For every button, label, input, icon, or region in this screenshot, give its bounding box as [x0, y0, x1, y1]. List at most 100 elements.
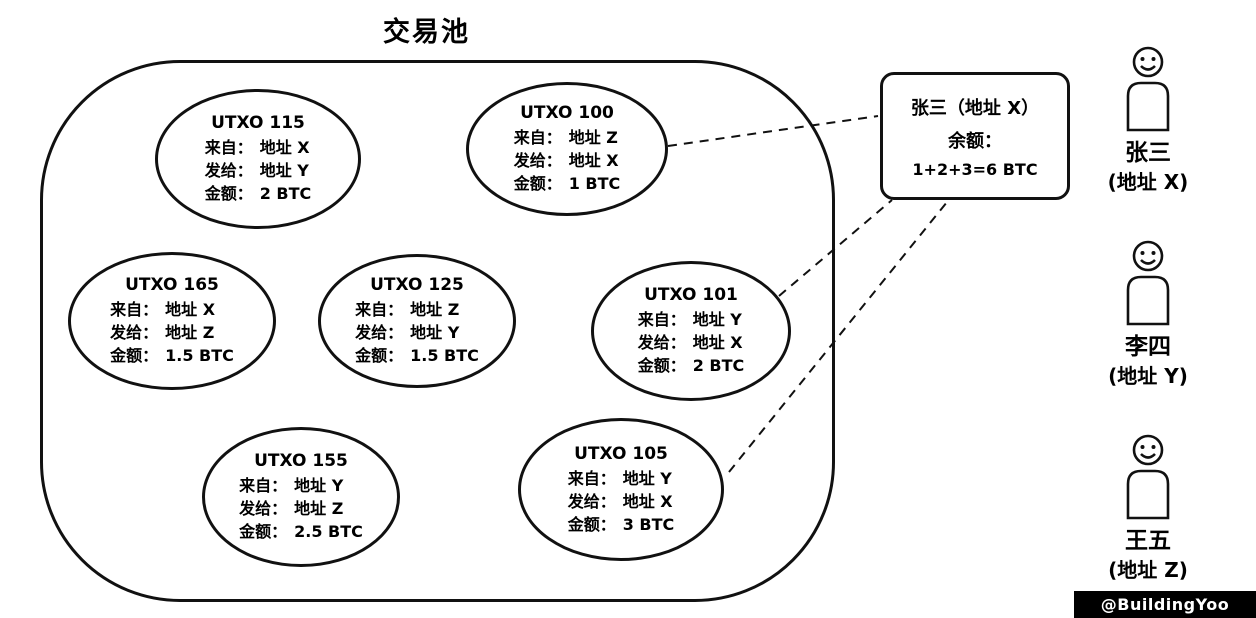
to-label: 发给：: [239, 499, 288, 518]
utxo-id: UTXO 101: [644, 285, 738, 305]
utxo-node-115: UTXO 115 来自： 地址 X 发给： 地址 Y 金额： 2 BTC: [155, 89, 361, 229]
utxo-to-line: 发给： 地址 X: [568, 490, 673, 513]
utxo-node-165: UTXO 165 来自： 地址 X 发给： 地址 Z 金额： 1.5 BTC: [68, 252, 276, 390]
to-label: 发给：: [110, 323, 159, 342]
person-address: (地址 X): [1107, 170, 1189, 194]
utxo-amount-line: 金额：1.5 BTC: [355, 344, 479, 367]
person-zhangsan: 张三 (地址 X): [1090, 46, 1206, 196]
amount-value: 2.5 BTC: [294, 522, 363, 541]
utxo-node-100: UTXO 100 来自： 地址 Z 发给： 地址 X 金额： 1 BTC: [466, 82, 668, 216]
from-value: 地址 Y: [692, 310, 742, 329]
watermark: @BuildingYoo: [1074, 591, 1256, 618]
utxo-to-line: 发给： 地址 Z: [110, 321, 214, 344]
utxo-amount-line: 金额： 2.5 BTC: [239, 520, 363, 543]
from-label: 来自：: [567, 468, 616, 488]
utxo-from-line: 来自： 地址 X: [110, 298, 215, 321]
to-label: 发给：: [567, 491, 616, 511]
watermark-text: @BuildingYoo: [1100, 595, 1230, 614]
utxo-node-125: UTXO 125 来自：地址 Z 发给：地址 Y 金额：1.5 BTC: [318, 254, 516, 388]
utxo-from-line: 来自： 地址 Y: [638, 308, 742, 331]
balance-label: 余额：: [948, 130, 1002, 152]
utxo-from-line: 来自： 地址 Y: [568, 467, 672, 490]
utxo-from-line: 来自： 地址 X: [205, 136, 310, 159]
from-value: 地址 Z: [568, 128, 618, 147]
utxo-to-line: 发给： 地址 X: [514, 149, 619, 172]
utxo-id: UTXO 165: [125, 275, 219, 295]
amount-value: 1 BTC: [568, 174, 621, 193]
utxo-id: UTXO 155: [254, 451, 348, 471]
utxo-details: 来自： 地址 Y 发给： 地址 Z 金额： 2.5 BTC: [239, 474, 363, 543]
to-label: 发给：: [513, 151, 562, 170]
from-value: 地址 X: [259, 138, 310, 157]
utxo-details: 来自： 地址 Y 发给： 地址 X 金额： 3 BTC: [568, 467, 675, 536]
person-name: 李四: [1125, 334, 1171, 360]
utxo-node-155: UTXO 155 来自： 地址 Y 发给： 地址 Z 金额： 2.5 BTC: [202, 427, 400, 567]
balance-owner: 张三（地址 X）: [910, 97, 1040, 119]
person-address: (地址 Y): [1108, 364, 1188, 388]
from-value: 地址 Y: [622, 468, 672, 488]
from-value: 地址 X: [165, 300, 216, 319]
person-lisi: 李四 (地址 Y): [1090, 240, 1206, 390]
person-icon: [1126, 434, 1170, 520]
amount-value: 3 BTC: [622, 514, 675, 534]
utxo-amount-line: 金额： 1 BTC: [514, 172, 621, 195]
balance-box: 张三（地址 X） 余额： 1+2+3=6 BTC: [880, 72, 1070, 200]
utxo-to-line: 发给： 地址 Y: [205, 159, 309, 182]
amount-label: 金额：: [513, 174, 562, 193]
to-value: 地址 X: [568, 151, 619, 170]
utxo-node-101: UTXO 101 来自： 地址 Y 发给： 地址 X 金额： 2 BTC: [591, 261, 791, 401]
person-name: 王五: [1125, 528, 1171, 554]
amount-value: 2 BTC: [259, 184, 312, 203]
utxo-amount-line: 金额： 3 BTC: [568, 513, 675, 536]
utxo-to-line: 发给： 地址 Y: [355, 321, 459, 344]
from-label: 来自：: [637, 310, 686, 329]
person-name: 张三: [1125, 140, 1171, 166]
from-label: 来自：: [110, 300, 159, 319]
utxo-details: 来自： 地址 X 发给： 地址 Y 金额： 2 BTC: [205, 136, 312, 205]
utxo-details: 来自： 地址 Y 发给： 地址 X 金额： 2 BTC: [638, 308, 745, 377]
to-label: 发给：: [637, 333, 686, 352]
utxo-details: 来自： 地址 Z 发给： 地址 X 金额： 1 BTC: [514, 126, 621, 195]
balance-value: 1+2+3=6 BTC: [912, 159, 1038, 179]
utxo-details: 来自： 地址 Z 发给： 地址 Y 金额：1.5 BTC: [355, 298, 479, 367]
utxo-id: UTXO 100: [520, 103, 614, 123]
to-label: 发给：: [355, 323, 404, 342]
utxo-amount-line: 金额： 2 BTC: [205, 182, 312, 205]
to-value: 地址 X: [692, 333, 743, 352]
person-address: (地址 Z): [1108, 558, 1188, 582]
utxo-amount-line: 金额： 1.5 BTC: [110, 344, 234, 367]
from-label: 来自：: [513, 128, 562, 147]
from-value: 地址 Z: [410, 300, 460, 319]
utxo-id: UTXO 115: [211, 113, 305, 133]
to-value: 地址 X: [622, 491, 673, 511]
amount-value: 2 BTC: [692, 356, 745, 375]
from-label: 来自：: [204, 138, 253, 157]
amount-label: 金额：: [637, 356, 686, 375]
from-label: 来自：: [355, 300, 404, 319]
to-value: 地址 Y: [410, 323, 460, 342]
utxo-node-105: UTXO 105 来自： 地址 Y 发给： 地址 X 金额： 3 BTC: [518, 418, 724, 561]
amount-label: 金额：: [110, 346, 159, 365]
to-value: 地址 Z: [165, 323, 215, 342]
utxo-details: 来自： 地址 X 发给： 地址 Z 金额： 1.5 BTC: [110, 298, 234, 367]
utxo-from-line: 来自： 地址 Z: [355, 298, 459, 321]
amount-value: 1.5 BTC: [410, 346, 479, 365]
utxo-to-line: 发给： 地址 Z: [239, 497, 343, 520]
utxo-id: UTXO 105: [574, 443, 668, 464]
amount-label: 金额：: [567, 514, 616, 534]
to-label: 发给：: [204, 161, 253, 180]
utxo-to-line: 发给： 地址 X: [638, 331, 743, 354]
amount-label: 金额：: [239, 522, 288, 541]
to-value: 地址 Z: [294, 499, 344, 518]
person-icon: [1126, 240, 1170, 326]
from-value: 地址 Y: [294, 476, 344, 495]
from-label: 来自：: [239, 476, 288, 495]
utxo-from-line: 来自： 地址 Z: [514, 126, 618, 149]
amount-label: 金额：: [204, 184, 253, 203]
to-value: 地址 Y: [259, 161, 309, 180]
utxo-from-line: 来自： 地址 Y: [239, 474, 343, 497]
diagram-title: 交易池: [383, 17, 470, 48]
person-wangwu: 王五 (地址 Z): [1090, 434, 1206, 584]
amount-value: 1.5 BTC: [165, 346, 234, 365]
